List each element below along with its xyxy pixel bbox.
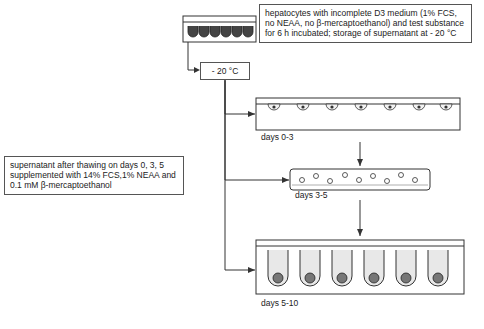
connector-arrow — [225, 80, 289, 180]
connector-arrow — [360, 200, 361, 236]
connector-arrow — [225, 80, 255, 114]
note-box: supernatant after thawing on days 0, 3, … — [4, 156, 184, 195]
stage-label: days 3-5 — [295, 190, 328, 200]
node-text: supernatant after thawing on days 0, 3, … — [10, 160, 178, 191]
node-text: - 20 °C — [206, 66, 244, 76]
connector-arrow — [360, 142, 361, 166]
dish-node: days 5-10 — [255, 236, 465, 308]
node-text: hepatocytes with incomplete D3 medium (1… — [265, 8, 466, 39]
stage-label: days 5-10 — [261, 298, 298, 308]
plate-line — [188, 42, 196, 70]
dish-node: days 0-3 — [255, 96, 461, 142]
well-plate — [256, 240, 464, 294]
dish-node: days 3-5 — [289, 166, 431, 200]
stage-label: days 0-3 — [261, 132, 294, 142]
note-box: hepatocytes with incomplete D3 medium (1… — [259, 4, 472, 43]
freezer-box: - 20 °C — [200, 62, 250, 80]
culture-plate — [183, 16, 256, 42]
petri-dish — [290, 169, 430, 190]
hanging-drop-dish — [256, 98, 460, 130]
connector-arrow — [225, 80, 255, 270]
